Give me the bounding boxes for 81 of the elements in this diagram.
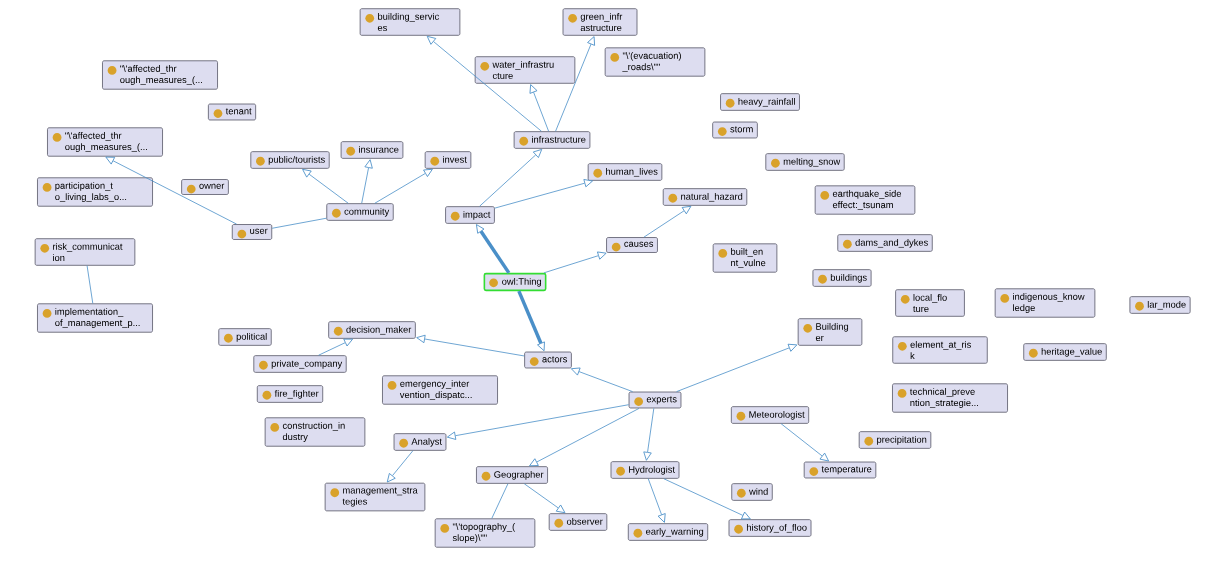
class-box: "\'affected_thr ough_measures_(... [47,127,163,157]
class-box: indigenous_know ledge [994,288,1096,318]
class-box: decision_maker [328,321,416,339]
class-box: earthquake_side effect:_tsunam [814,185,916,215]
class-box: "\'topography_( slope)\"" [434,518,536,548]
subclass-arrow [361,159,373,204]
class-box: storm [712,121,758,139]
class-box: history_of_floo [728,519,812,537]
class-box: lar_mode [1129,296,1191,314]
class-box: technical_preve ntion_strategie... [892,383,1008,413]
subclass-arrow [570,367,633,392]
subclass-arrow [105,156,238,225]
subclass-arrow [446,404,630,440]
class-box: risk_communicat ion [34,238,136,266]
subclass-arrow [555,36,595,132]
class-box: heritage_value [1023,343,1107,361]
class-box: green_infr astructure [562,8,638,36]
class-box: insurance [340,141,404,159]
class-box: tenant [207,103,257,121]
subclass-arrow [529,84,550,132]
subclass-arrow [523,483,566,514]
class-box: dams_and_dykes [837,234,933,252]
subclass-arrow [529,408,640,467]
class-box: experts [628,391,682,409]
class-box: Analyst [393,433,447,451]
class-box: heavy_rainfall [720,93,800,111]
subclass-arrow [318,338,353,356]
class-box: melting_snow [765,153,845,171]
class-box: observer [548,513,608,531]
class-box: public/tourists [250,151,330,169]
class-box: infrastructure [513,131,591,149]
class-box: Geographer [476,466,548,484]
class-box: private_company [253,355,347,373]
subclass-arrow [386,450,414,483]
subclass-arrow [416,334,525,357]
class-box: invest [424,151,472,169]
subclass-arrow [663,478,751,520]
subclass-arrow [374,168,433,204]
subclass-arrow [647,478,666,523]
subclass-arrow [479,149,543,207]
class-box: participation_t o_living_labs_o... [37,177,153,207]
class-box: emergency_inter vention_dispatc... [382,375,498,405]
class-box: water_infrastru cture [474,56,576,84]
class-box: early_warning [627,523,709,541]
class-box: management_stra tegies [324,482,426,512]
class-box: temperature [803,461,877,479]
subclass-arrow [780,423,829,462]
subclass-arrow [426,35,542,132]
subclass-arrow [676,343,798,392]
subclass-arrow [302,168,349,204]
class-box: owl:Thing [483,272,547,292]
class-box: political [218,328,272,346]
class-box: local_flo ture [895,289,965,317]
class-box: actors [524,351,572,369]
class-box: building_servic es [359,8,461,36]
class-box: human_lives [587,163,663,181]
subclass-arrow [517,290,545,352]
subclass-arrow [643,205,692,238]
class-box: buildings [812,269,872,287]
class-box: wind [731,483,773,501]
class-box: built_en nt_vulne [712,243,778,273]
subclass-arrow [476,224,511,274]
class-box: natural_hazard [662,188,748,206]
class-box: precipitation [858,431,932,449]
class-box: "\'(evacuation) _roads\"" [604,47,706,77]
class-box: element_at_ris k [892,336,988,364]
class-box: construction_in dustry [264,417,366,447]
subclass-arrow [543,251,607,274]
class-box: "\'affected_thr ough_measures_(... [102,60,218,90]
subclass-arrow [494,179,593,209]
class-box: user [231,224,273,240]
subclass-arrow [643,408,655,461]
class-box: Meteorologist [730,406,810,424]
class-box: implementation_ of_management_p... [37,303,153,333]
class-box: causes [606,237,658,253]
class-box: impact [445,206,495,224]
class-box: fire_fighter [256,385,324,403]
class-box: Hydrologist [610,461,680,479]
class-box: owner [181,179,229,195]
class-box: Building er [797,318,863,346]
class-box: community [326,203,394,221]
